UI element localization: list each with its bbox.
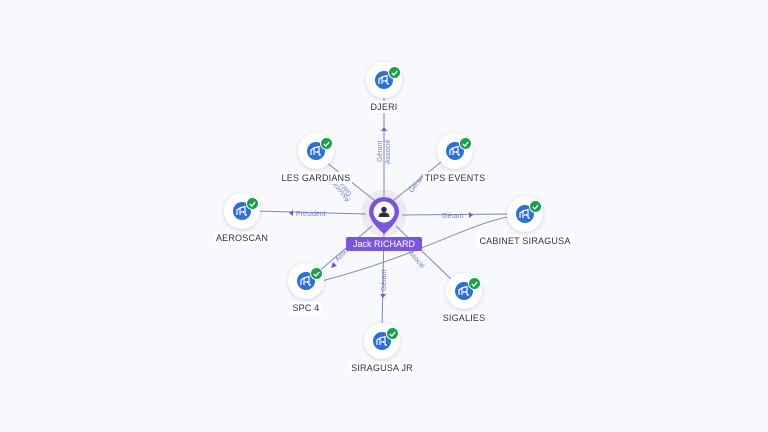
arrow-aeroscan: [289, 210, 293, 216]
company-label-siragusa-jr: SIRAGUSA JR: [349, 362, 415, 374]
company-label-les-gardians: LES GARDIANS: [279, 172, 353, 184]
company-label-djeri: DJERI: [368, 101, 400, 113]
company-label-cabinet-siragusa: CABINET SIRAGUSA: [477, 235, 573, 247]
verified-check-icon: [468, 277, 481, 290]
edge-label-djeri-gerant: Gérant: [377, 141, 384, 162]
verified-check-icon: [386, 327, 399, 340]
location-pin: [369, 197, 399, 234]
edge-aeroscan: [255, 210, 367, 215]
arrow-djeri: [381, 127, 387, 131]
person-name-label: Jack RICHARD: [346, 237, 422, 251]
company-label-tips-events: TIPS EVENTS: [422, 172, 488, 184]
edge-sigalies: [395, 225, 455, 283]
arrow-spc-4: [331, 262, 337, 268]
edge-cabinet-siragusa: [401, 213, 515, 216]
verified-check-icon: [320, 137, 333, 150]
edge-spc-4-cabinet: [317, 215, 515, 283]
graph-edges: Gérant Associé Gérant Associé Gérant Pré…: [255, 96, 515, 331]
edge-label-siragusa-jr-gerant: Gérant: [381, 270, 388, 291]
edge-tips-events: [393, 157, 447, 201]
edge-label-aeroscan-president: Président: [296, 211, 326, 218]
company-label-aeroscan: AEROSCAN: [213, 232, 271, 244]
verified-check-icon: [388, 66, 401, 79]
edge-label-djeri-associe: Associé: [385, 139, 392, 164]
company-label-spc-4: SPC 4: [290, 302, 322, 314]
edge-spc-4: [317, 225, 373, 273]
person-icon: [378, 206, 390, 217]
verified-check-icon: [529, 200, 542, 213]
verified-check-icon: [246, 197, 259, 210]
arrow-siragusa-jr: [380, 294, 386, 298]
verified-check-icon: [459, 137, 472, 150]
edge-label-cabinet-siragusa-gerant: Gérant: [442, 213, 463, 220]
company-label-sigalies: SIGALIES: [440, 312, 488, 324]
verified-check-icon: [310, 267, 323, 280]
arrow-cabinet-siragusa: [469, 212, 473, 218]
